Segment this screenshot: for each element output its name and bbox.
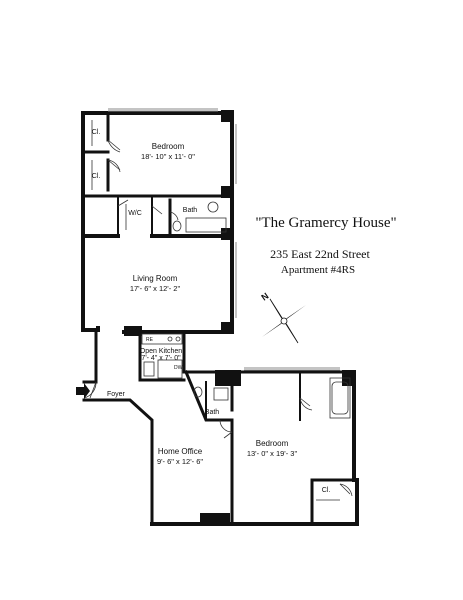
living-name: Living Room xyxy=(133,274,178,283)
walls xyxy=(81,111,359,526)
windows xyxy=(108,108,340,371)
closet-label-2: Cl. xyxy=(92,173,101,180)
title: "The Gramercy House" xyxy=(255,215,396,231)
closet-label-3: Cl. xyxy=(322,487,331,494)
fixtures xyxy=(91,120,351,501)
kitchen-abbrev-2: DW xyxy=(174,365,183,371)
bath1-label: Bath xyxy=(183,207,198,214)
bath2-label: Bath xyxy=(205,409,220,416)
bedroom2-name: Bedroom xyxy=(256,439,289,448)
office-dims: 9'- 6" x 12'- 6" xyxy=(157,457,203,466)
bedroom1-name: Bedroom xyxy=(152,142,185,151)
bedroom1-dims: 18'- 10" x 11'- 0" xyxy=(141,152,195,161)
address: 235 East 22nd Street xyxy=(270,247,370,261)
north-label: N xyxy=(259,291,270,303)
north-compass: N xyxy=(259,291,306,344)
office-name: Home Office xyxy=(158,447,203,456)
wic-label: W/C xyxy=(128,210,142,217)
entry-arrow xyxy=(76,383,90,399)
unit: Apartment #4RS xyxy=(281,264,355,276)
living-dims: 17'- 6" x 12'- 2" xyxy=(130,284,181,293)
wall-columns xyxy=(96,110,356,524)
kitchen-name: Open Kitchen xyxy=(140,348,183,355)
kitchen-abbrev-1: RE xyxy=(146,337,154,343)
closet-label-1: Cl. xyxy=(92,129,101,136)
bedroom2-dims: 13'- 0" x 19'- 3" xyxy=(247,449,298,458)
kitchen-dims: 7'- 4" x 7'- 0" xyxy=(141,355,181,362)
foyer-label: Foyer xyxy=(107,391,126,398)
door-swings xyxy=(83,139,353,497)
